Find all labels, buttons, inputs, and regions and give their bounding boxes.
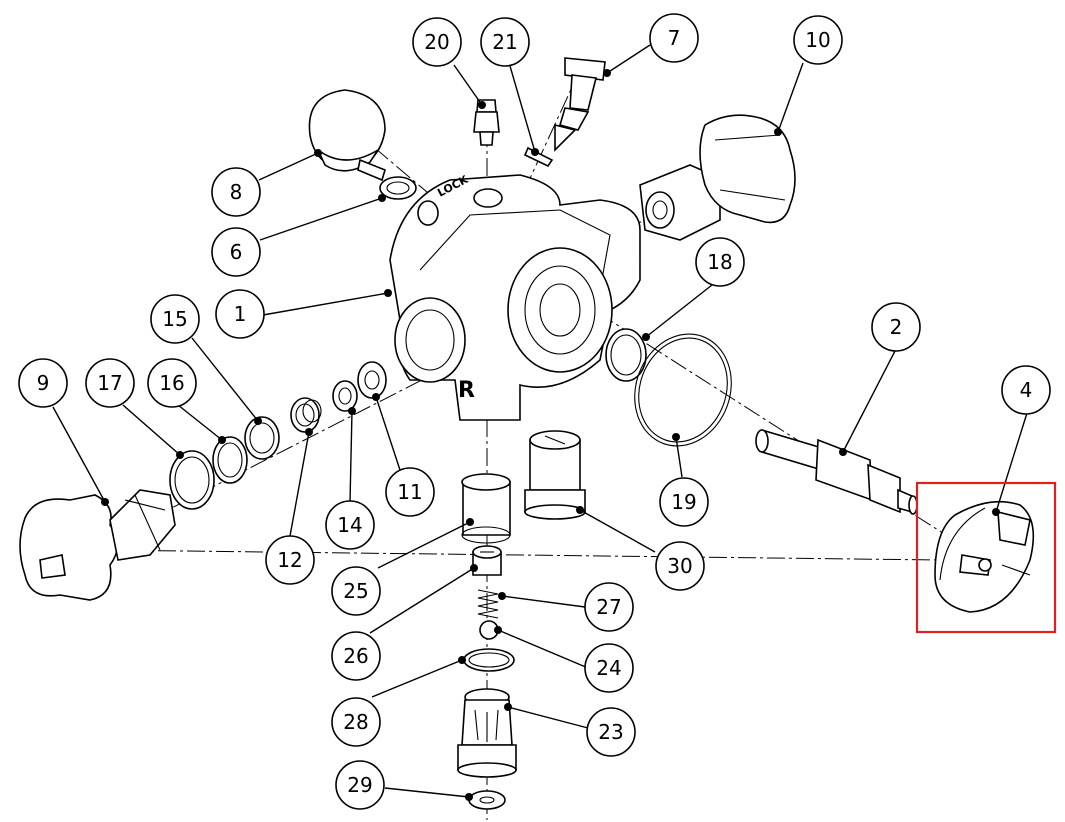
callout-label: 12 (277, 548, 302, 572)
part-2-cartridge[interactable] (755, 428, 918, 515)
callout-15[interactable]: 15 (150, 294, 200, 344)
callout-30[interactable]: 30 (655, 541, 705, 591)
callout-label: 11 (397, 480, 422, 504)
callout-2[interactable]: 2 (871, 302, 921, 352)
callout-label: 17 (97, 371, 122, 395)
callout-label: 16 (159, 371, 184, 395)
callout-28[interactable]: 28 (331, 697, 381, 747)
part-4-highlight-box (915, 481, 1057, 634)
part-30-check-valve[interactable] (524, 430, 586, 520)
callout-label: 10 (805, 28, 830, 52)
r-stamp: R (458, 378, 475, 403)
part-4-end-cap[interactable] (934, 500, 1035, 613)
part-8-dome-cap[interactable] (308, 89, 386, 182)
callout-14[interactable]: 14 (325, 500, 375, 550)
callout-label: 27 (596, 595, 621, 619)
callout-8[interactable]: 8 (211, 167, 261, 217)
callout-18[interactable]: 18 (695, 237, 745, 287)
part-1-body[interactable]: LOCK R (389, 173, 641, 421)
callout-label: 29 (347, 773, 372, 797)
callout-label: 15 (162, 307, 187, 331)
part-27-spring[interactable] (477, 589, 499, 619)
callout-12[interactable]: 12 (265, 535, 315, 585)
callout-label: 21 (492, 30, 517, 54)
part-15-o-ring[interactable] (244, 416, 280, 460)
callout-label: 1 (234, 302, 247, 326)
callout-20[interactable]: 20 (412, 17, 462, 67)
callout-10[interactable]: 10 (793, 15, 843, 65)
part-29-washer[interactable] (468, 790, 506, 810)
callout-23[interactable]: 23 (586, 707, 636, 757)
callout-24[interactable]: 24 (584, 643, 634, 693)
callout-label: 9 (37, 371, 50, 395)
part-12-spring[interactable] (290, 397, 322, 433)
callout-label: 18 (707, 250, 732, 274)
part-18-o-ring[interactable] (605, 328, 647, 382)
callout-1[interactable]: 1 (215, 289, 265, 339)
callout-label: 23 (598, 720, 623, 744)
callout-4[interactable]: 4 (1001, 365, 1051, 415)
callout-label: 30 (667, 554, 692, 578)
part-14-ring[interactable] (332, 380, 358, 412)
callout-label: 24 (596, 656, 621, 680)
part-19-large-ring[interactable] (619, 320, 746, 459)
callout-label: 14 (337, 513, 362, 537)
callout-label: 8 (230, 180, 243, 204)
part-7-needle[interactable] (554, 57, 606, 152)
callout-label: 4 (1020, 378, 1033, 402)
callout-label: 26 (343, 644, 368, 668)
callout-29[interactable]: 29 (335, 760, 385, 810)
part-26-piston[interactable] (472, 545, 502, 576)
callout-7[interactable]: 7 (649, 13, 699, 63)
part-20-bleed-screw[interactable] (473, 99, 500, 146)
part-17-o-ring[interactable] (169, 450, 215, 510)
part-16-o-ring[interactable] (212, 436, 248, 484)
callout-label: 7 (668, 26, 681, 50)
leader-lines (52, 44, 1028, 801)
callout-27[interactable]: 27 (584, 582, 634, 632)
callout-label: 28 (343, 710, 368, 734)
callout-26[interactable]: 26 (331, 631, 381, 681)
callout-6[interactable]: 6 (211, 227, 261, 277)
callout-25[interactable]: 25 (331, 566, 381, 616)
callout-label: 2 (890, 315, 903, 339)
callout-label: 20 (424, 30, 449, 54)
callout-label: 6 (230, 240, 243, 264)
callout-17[interactable]: 17 (85, 358, 135, 408)
callout-19[interactable]: 19 (659, 477, 709, 527)
callout-9[interactable]: 9 (18, 358, 68, 408)
callout-label: 25 (343, 579, 368, 603)
part-6-o-ring[interactable] (379, 176, 417, 200)
part-25-sleeve[interactable] (461, 473, 511, 544)
callout-16[interactable]: 16 (147, 358, 197, 408)
part-23-valve-seat[interactable] (457, 688, 517, 778)
part-11-fitting[interactable] (357, 361, 387, 399)
callout-21[interactable]: 21 (480, 17, 530, 67)
callout-label: 19 (671, 490, 696, 514)
part-28-o-ring[interactable] (463, 648, 515, 672)
callout-11[interactable]: 11 (385, 467, 435, 517)
part-10-right-knob[interactable] (639, 114, 796, 241)
part-9-left-knob[interactable] (19, 489, 176, 601)
